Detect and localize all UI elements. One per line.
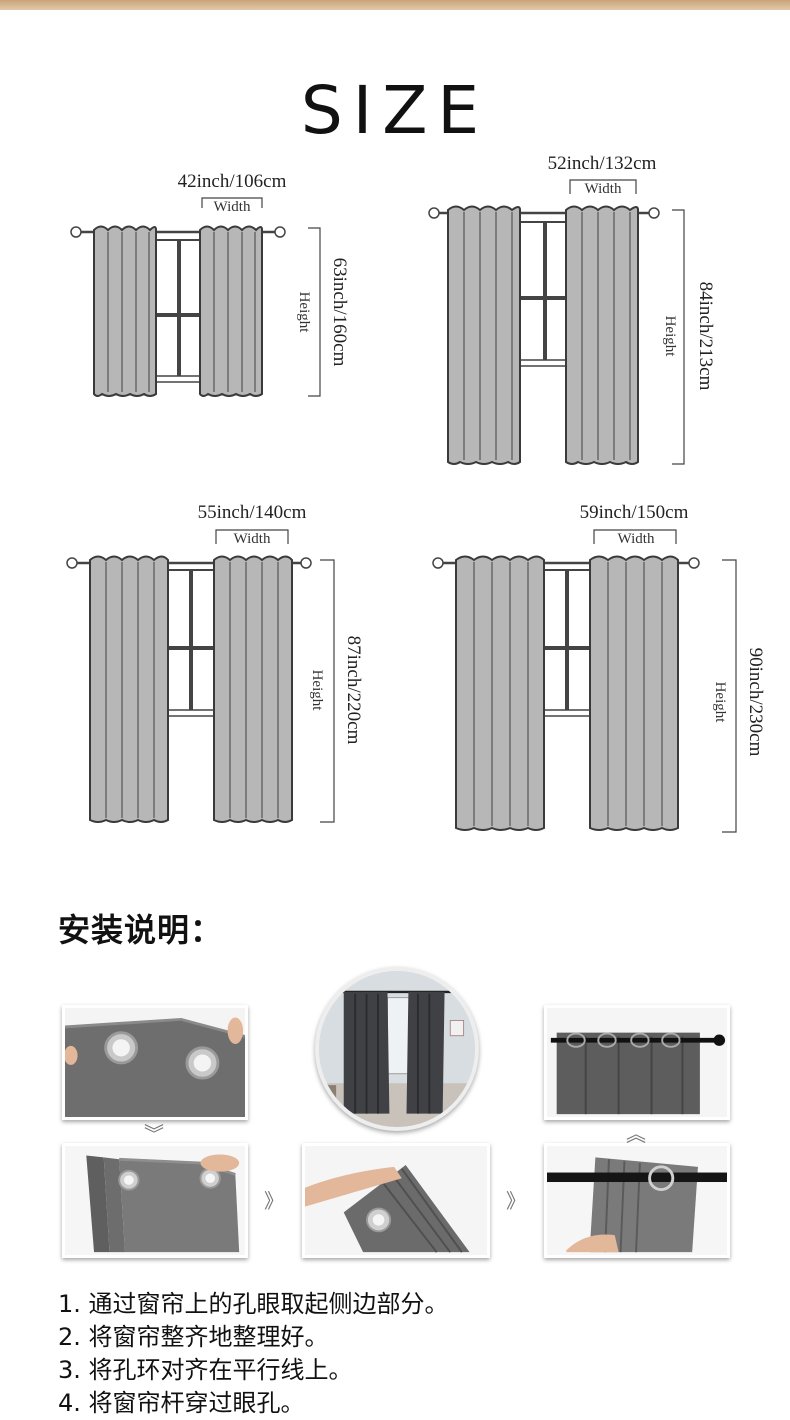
step-photo-gather	[62, 1143, 248, 1258]
height-label-3: Height	[309, 670, 325, 712]
width-label-4: Width	[618, 531, 655, 547]
size-title: SIZE	[300, 72, 490, 149]
size-diagram-3: 55inch/140cm Width 87inch/220cm Height	[60, 490, 370, 830]
height-dimension-3: 87inch/220cm	[343, 636, 364, 745]
install-step-4: 4. 将窗帘杆穿过眼孔。	[58, 1389, 305, 1417]
width-label-2: Width	[585, 181, 622, 197]
height-label-2: Height	[662, 316, 678, 358]
top-decor-bar	[0, 0, 790, 10]
height-label-4: Height	[712, 682, 728, 724]
install-step-3: 3. 将孔环对齐在平行线上。	[58, 1356, 353, 1384]
width-label-3: Width	[234, 531, 271, 547]
width-dimension-4: 59inch/150cm	[580, 502, 689, 523]
width-dimension-3: 55inch/140cm	[198, 502, 307, 523]
install-title: 安装说明：	[58, 911, 224, 949]
install-step-2: 2. 将窗帘整齐地整理好。	[58, 1323, 329, 1351]
width-label-1: Width	[214, 199, 251, 215]
height-label-1: Height	[296, 292, 312, 334]
size-diagram-1: 42inch/106cm Width 63inch/160cm Height	[60, 160, 350, 410]
step-photo-installed	[315, 967, 479, 1131]
width-dimension-1: 42inch/106cm	[178, 171, 287, 192]
chevron-double-up-icon: ︽	[626, 1122, 646, 1146]
size-diagram-4: 59inch/150cm Width 90inch/230cm Height	[426, 490, 776, 840]
size-diagram-2: 52inch/132cm Width 84inch/213cm Height	[420, 140, 730, 470]
width-dimension-2: 52inch/132cm	[548, 153, 657, 174]
step-photo-grommets	[62, 1005, 248, 1120]
install-steps: 1. 通过窗帘上的孔眼取起侧边部分。 2. 将窗帘整齐地整理好。 3. 将孔环对…	[58, 1288, 449, 1420]
chevron-double-right-icon: 》	[264, 1189, 284, 1213]
chevron-double-down-icon: ︾	[144, 1122, 164, 1146]
step-photo-fold	[302, 1143, 490, 1258]
step-photo-insert	[544, 1143, 730, 1258]
height-dimension-4: 90inch/230cm	[745, 648, 766, 757]
chevron-double-right-icon: 》	[506, 1189, 526, 1213]
step-photo-rod	[544, 1005, 730, 1120]
height-dimension-1: 63inch/160cm	[329, 258, 350, 367]
height-dimension-2: 84inch/213cm	[695, 282, 716, 391]
install-step-1: 1. 通过窗帘上的孔眼取起侧边部分。	[58, 1290, 449, 1318]
